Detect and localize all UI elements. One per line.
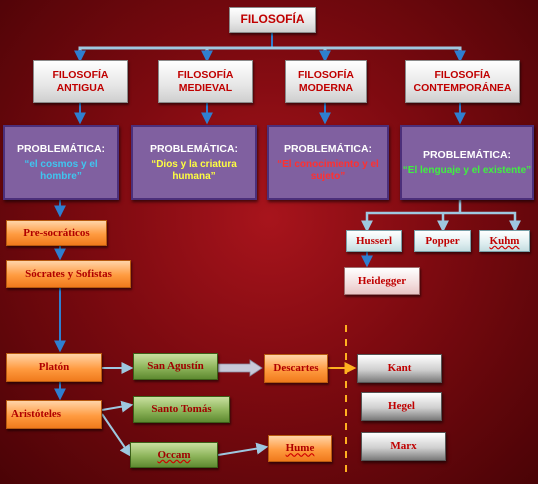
root-node-filosofia: FILOSOFÍA [229, 7, 316, 33]
problem-moderna: PROBLEMÁTICA: “El conocimiento y el suje… [267, 125, 389, 200]
problem-medieval: PROBLEMÁTICA: “Dios y la criatura humana… [131, 125, 257, 200]
era-moderna: FILOSOFÍA MODERNA [285, 60, 367, 103]
problem-antigua: PROBLEMÁTICA: “el cosmos y el hombre” [3, 125, 119, 200]
problem-contemporanea: PROBLEMÁTICA: “El lenguaje y el existent… [400, 125, 534, 200]
node-occam: Occam [130, 442, 218, 468]
node-descartes: Descartes [264, 354, 328, 383]
problem-antigua-text: “el cosmos y el hombre” [24, 159, 98, 182]
node-husserl: Husserl [346, 230, 402, 252]
problem-contemporanea-title: PROBLEMÁTICA: [422, 148, 512, 161]
era-antigua: FILOSOFÍA ANTIGUA [33, 60, 128, 103]
node-hume-label: Hume [285, 442, 315, 455]
problem-moderna-title: PROBLEMÁTICA: [283, 142, 373, 155]
node-platon: Platón [6, 353, 102, 382]
era-medieval: FILOSOFÍA MEDIEVAL [158, 60, 253, 103]
problem-moderna-text: “El conocimiento y el sujeto” [277, 159, 379, 182]
problem-contemporanea-text: “El lenguaje y el existente” [402, 164, 532, 176]
node-kuhn: Kuhm [479, 230, 530, 252]
node-heidegger: Heidegger [344, 267, 420, 295]
node-hegel: Hegel [361, 392, 442, 421]
node-kant: Kant [357, 354, 442, 383]
node-popper: Popper [414, 230, 471, 252]
node-santo-tomas: Santo Tomás [133, 396, 230, 423]
node-kuhn-label: Kuhm [489, 234, 520, 247]
node-hume: Hume [268, 435, 332, 462]
problem-medieval-text: “Dios y la criatura humana” [151, 159, 237, 182]
era-contemporanea: FILOSOFÍA CONTEMPORÁNEA [405, 60, 520, 103]
node-occam-label: Occam [157, 448, 191, 461]
problem-antigua-title: PROBLEMÁTICA: [16, 142, 106, 155]
node-socrates-sofistas: Sócrates y Sofistas [6, 260, 131, 288]
problem-medieval-title: PROBLEMÁTICA: [149, 142, 239, 155]
node-marx: Marx [361, 432, 446, 461]
node-san-agustin: San Agustín [133, 353, 218, 380]
node-aristoteles: Aristóteles [6, 400, 102, 429]
node-presocraticos: Pre-socráticos [6, 220, 107, 246]
